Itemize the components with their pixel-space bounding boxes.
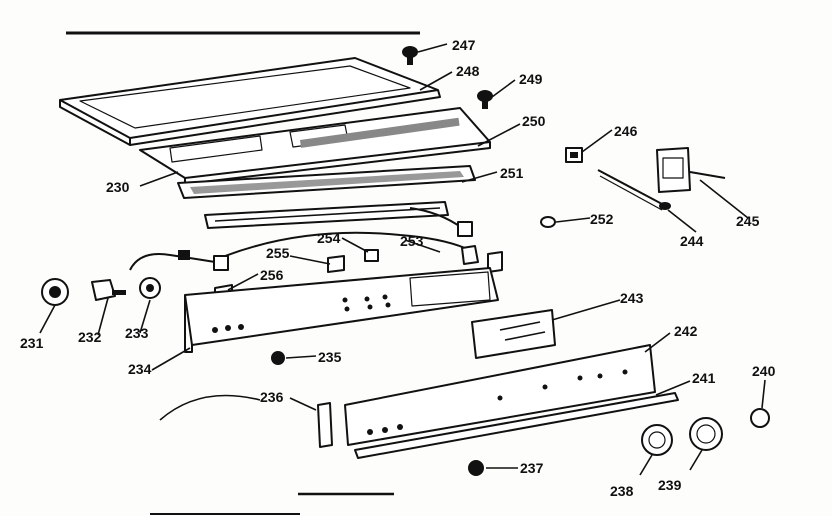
part-236-post [317, 402, 333, 448]
part-tube [204, 201, 449, 229]
leader-lines [39, 43, 766, 476]
part-250-vent-panel [139, 107, 491, 185]
callout-246: 246 [614, 123, 638, 139]
callout-242: 242 [674, 323, 698, 339]
callout-241: 241 [692, 370, 716, 386]
callout-255: 255 [266, 245, 290, 261]
callout-243: 243 [620, 290, 644, 306]
callout-247: 247 [452, 37, 476, 53]
callout-239: 239 [658, 477, 682, 493]
part-253-bracket [487, 251, 503, 273]
part-234-control-panel [184, 267, 499, 353]
part-wire-harness [129, 207, 473, 271]
part-253 [461, 245, 479, 265]
part-232-switch [91, 279, 126, 301]
part-239-knob [689, 417, 723, 451]
callout-237: 237 [520, 460, 544, 476]
part-242-front-panel [344, 344, 656, 446]
callout-235: 235 [318, 349, 342, 365]
part-252-grommet [540, 216, 556, 228]
part-245-thermostat [656, 147, 726, 193]
part-247-screw [402, 46, 418, 65]
callout-248: 248 [456, 63, 480, 79]
callout-233: 233 [125, 325, 149, 341]
callout-245: 245 [736, 213, 760, 229]
part-243-bracket [471, 309, 556, 359]
callout-254: 254 [317, 230, 341, 246]
part-246-clip [565, 147, 583, 163]
part-241-trim [354, 392, 679, 459]
callout-labels: 247 248 249 250 251 230 246 245 244 252 … [20, 37, 776, 499]
part-231-switch [41, 278, 69, 306]
callout-238: 238 [610, 483, 634, 499]
callout-231: 231 [20, 335, 44, 351]
sketch-arc [159, 394, 261, 421]
part-233-switch [139, 277, 161, 299]
part-238-knob [641, 424, 673, 456]
callout-236: 236 [260, 389, 284, 405]
part-254 [364, 249, 379, 262]
callout-244: 244 [680, 233, 704, 249]
callout-250: 250 [522, 113, 546, 129]
part-237-nut [468, 460, 484, 476]
callout-232: 232 [78, 329, 102, 345]
callout-252: 252 [590, 211, 614, 227]
part-244-sensor [597, 169, 671, 211]
callout-249: 249 [519, 71, 543, 87]
callout-256: 256 [260, 267, 284, 283]
part-235-nut [271, 351, 285, 365]
callout-251: 251 [500, 165, 524, 181]
callout-253: 253 [400, 233, 424, 249]
part-248-top-panel [59, 57, 441, 146]
part-251-vent-strip [177, 165, 476, 199]
callout-230-label: 230 [106, 179, 130, 195]
part-249-screw [477, 90, 493, 109]
part-255 [327, 255, 345, 273]
callout-240: 240 [752, 363, 776, 379]
part-240-cap [750, 408, 770, 428]
callout-234: 234 [128, 361, 152, 377]
